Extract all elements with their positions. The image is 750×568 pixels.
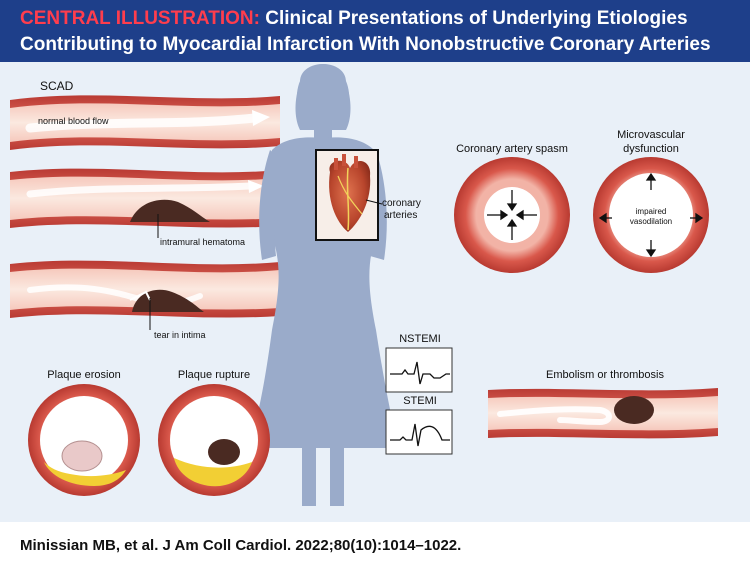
heart-label-line2: arteries bbox=[384, 210, 417, 221]
microvascular-title-line1: Microvascular bbox=[617, 129, 685, 141]
scad-vessel-normal bbox=[10, 95, 280, 150]
hematoma-label: intramural hematoma bbox=[160, 237, 245, 247]
microvascular-arrows bbox=[598, 172, 704, 258]
erosion-plaque bbox=[44, 462, 126, 486]
header-title-line1: CENTRAL ILLUSTRATION: Clinical Presentat… bbox=[20, 8, 688, 30]
normal-flow-label: normal blood flow bbox=[38, 116, 109, 126]
plaque-rupture-section: Plaque rupture bbox=[158, 369, 270, 496]
erosion-thrombus bbox=[61, 440, 103, 472]
stemi-ecg-box bbox=[385, 409, 453, 455]
embolus bbox=[614, 396, 654, 424]
microvascular-lumen bbox=[609, 173, 693, 257]
spasm-lumen bbox=[484, 187, 540, 243]
microvascular-inner-line2: vasodilation bbox=[630, 217, 672, 226]
spasm-section: Coronary artery spasm bbox=[454, 143, 570, 273]
spasm-title: Coronary artery spasm bbox=[456, 143, 568, 155]
embolism-title: Embolism or thrombosis bbox=[546, 369, 664, 381]
rupture-plaque bbox=[174, 458, 252, 487]
scad-vessel-hematoma bbox=[10, 168, 280, 238]
stemi-label: STEMI bbox=[403, 395, 437, 407]
nstemi-waveform bbox=[390, 361, 450, 385]
citation-bar: Minissian MB, et al. J Am Coll Cardiol. … bbox=[0, 522, 750, 568]
rupture-lumen bbox=[170, 396, 258, 484]
plaque-erosion-section: Plaque erosion bbox=[28, 369, 140, 496]
embolism-flow-arrow bbox=[497, 406, 612, 426]
nstemi-label: NSTEMI bbox=[399, 333, 441, 345]
tear-label: tear in intima bbox=[154, 330, 206, 340]
microvascular-title-line2: dysfunction bbox=[623, 143, 679, 155]
microvascular-inner-line1: impaired bbox=[636, 207, 667, 216]
citation-text: Minissian MB, et al. J Am Coll Cardiol. … bbox=[20, 537, 462, 554]
erosion-lumen bbox=[40, 396, 128, 484]
scad-title: SCAD bbox=[40, 79, 74, 93]
embolism-section: Embolism or thrombosis bbox=[488, 369, 718, 439]
rupture-thrombus bbox=[208, 439, 240, 465]
scad-section: SCAD normal blood flow intramural hemato… bbox=[10, 79, 280, 340]
header-prefix: CENTRAL ILLUSTRATION: bbox=[20, 8, 260, 29]
header-banner: CENTRAL ILLUSTRATION: Clinical Presentat… bbox=[0, 0, 750, 62]
microvascular-section: Microvascular dysfunction impaired vasod… bbox=[593, 129, 709, 273]
heart-label-line1: coronary bbox=[382, 198, 421, 209]
plaque-rupture-title: Plaque rupture bbox=[178, 369, 250, 381]
nstemi-ecg-box bbox=[385, 347, 453, 393]
stemi-waveform bbox=[390, 423, 450, 447]
ecg-section: NSTEMI STEMI bbox=[385, 333, 453, 455]
plaque-erosion-title: Plaque erosion bbox=[47, 369, 120, 381]
spasm-constriction-arrows bbox=[487, 190, 537, 240]
scad-vessel-tear bbox=[10, 260, 280, 330]
header-title-text: Clinical Presentations of Underlying Eti… bbox=[265, 8, 688, 29]
header-title-line2: Contributing to Myocardial Infarction Wi… bbox=[20, 34, 711, 55]
heart-inset bbox=[315, 149, 383, 241]
